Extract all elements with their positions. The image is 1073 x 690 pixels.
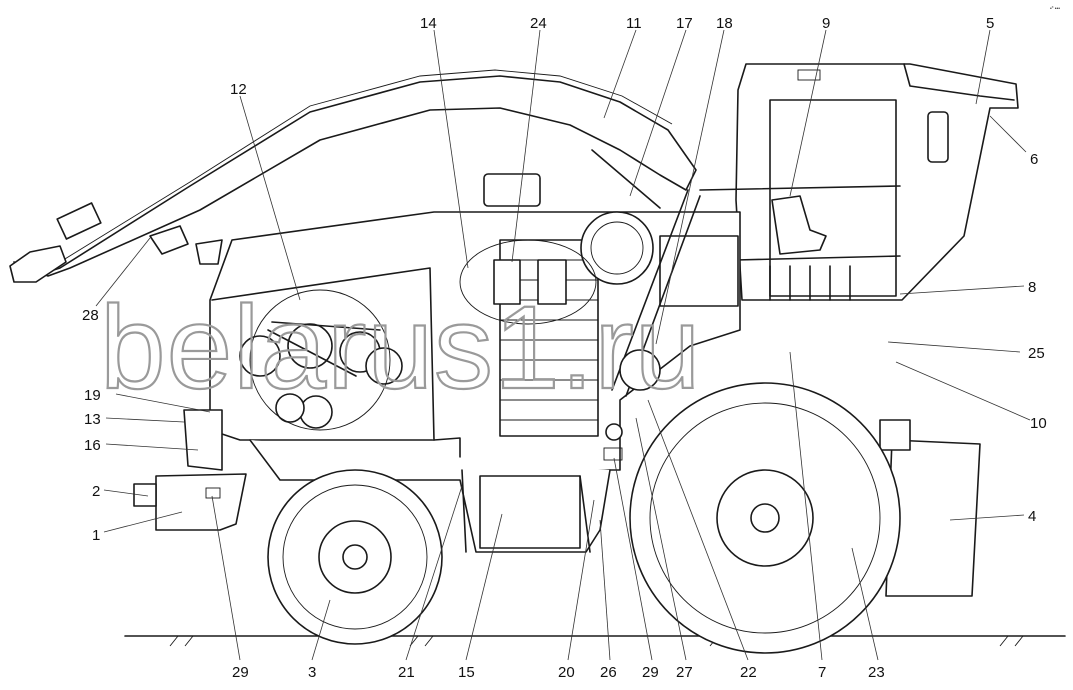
spout-cylinder [591,149,701,397]
callout-29-left: 29 [232,664,249,681]
callout-15: 15 [458,664,475,681]
callout-6: 6 [1030,151,1038,168]
callout-28: 28 [82,307,99,324]
body-housing [209,173,741,471]
callout-26: 26 [600,664,617,681]
callout-23: 23 [868,664,885,681]
callout-4: 4 [1028,508,1036,525]
leader-lines [95,29,1031,661]
callout-12: 12 [230,81,247,98]
callout-2: 2 [92,483,100,500]
rear-weight [879,419,981,597]
callout-20: 20 [558,664,575,681]
callout-22: 22 [740,664,757,681]
front-wheel [267,469,443,645]
callout-24: 24 [530,15,547,32]
callout-9: 9 [822,15,830,32]
callout-29-right: 29 [642,664,659,681]
cab [699,63,1019,301]
feeder-rotors [239,289,403,431]
discharge-spout [9,69,697,283]
watermark: belarus1.ru [100,282,701,414]
front-bracket [133,409,247,531]
callout-11: 11 [626,15,642,32]
callout-3: 3 [308,664,316,681]
corner-mark: •˟ ••• [1050,5,1060,12]
callout-labels: 14 24 11 17 18 9 5 6 12 28 8 25 19 13 10… [82,15,1047,681]
callout-14: 14 [420,15,437,32]
callout-13: 13 [84,411,101,428]
chassis [249,423,623,553]
callout-19: 19 [84,387,101,404]
rear-wheel [629,382,901,654]
callout-18: 18 [716,15,733,32]
callout-1: 1 [92,527,100,544]
callout-5: 5 [986,15,994,32]
callout-10: 10 [1030,415,1047,432]
callout-7: 7 [818,664,826,681]
callout-17: 17 [676,15,693,32]
ground-line [124,635,1066,647]
callout-25: 25 [1028,345,1045,362]
callout-27: 27 [676,664,693,681]
callout-21: 21 [398,664,415,681]
callout-16: 16 [84,437,101,454]
callout-8: 8 [1028,279,1036,296]
